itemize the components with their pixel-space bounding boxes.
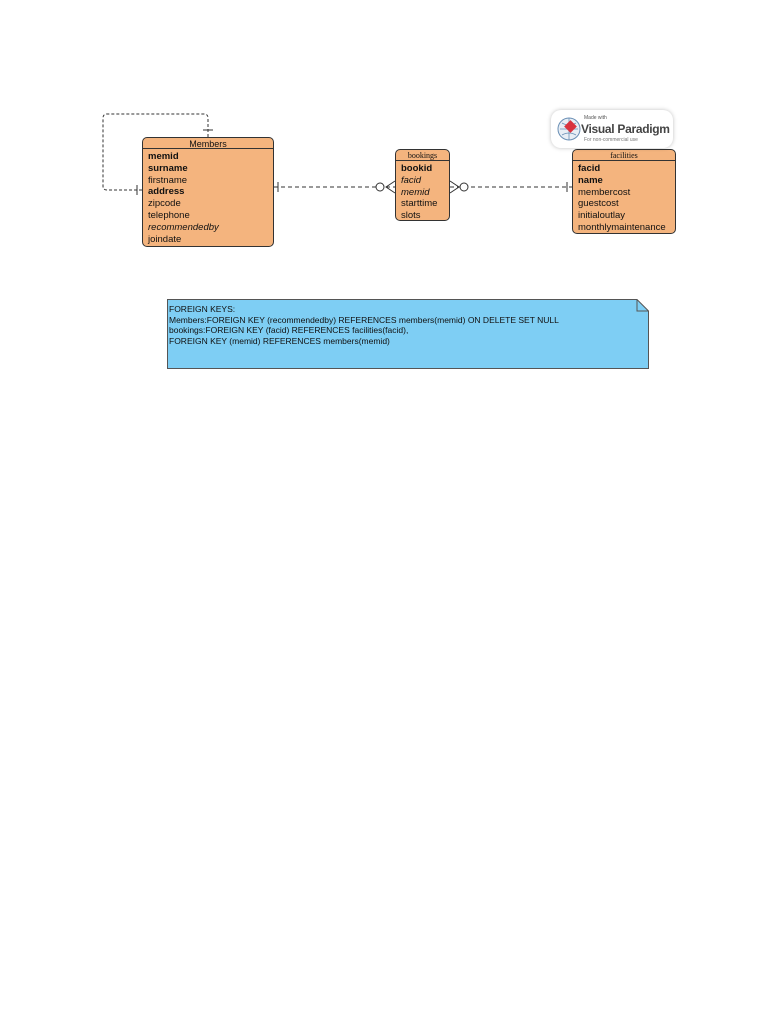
field-guestcost[interactable]: guestcost (578, 198, 619, 210)
field-firstname[interactable]: firstname (148, 174, 188, 186)
field-surname[interactable]: surname (148, 162, 188, 174)
field-monthlymaintenance[interactable]: monthlymaintenance (578, 221, 666, 233)
note-line: FOREIGN KEYS: (169, 304, 236, 314)
field-facid[interactable]: facid (401, 174, 422, 186)
note-shape (167, 299, 649, 369)
field-telephone[interactable]: telephone (148, 209, 190, 221)
bookings-entity-title: bookings (396, 150, 449, 161)
field-recommendedby[interactable]: recommendedby (148, 221, 219, 233)
bookings-zero-mark-left (375, 182, 385, 192)
bookings-crowfoot-left (385, 180, 396, 194)
visual-paradigm-watermark: Made with Visual Paradigm For non-commer… (551, 110, 673, 148)
self-relationship-line (102, 113, 209, 191)
watermark-subtext: For non-commercial use (584, 137, 638, 143)
field-memid[interactable]: memid (401, 186, 430, 198)
foreign-keys-note[interactable]: FOREIGN KEYS: Members:FOREIGN KEY (recom… (167, 299, 649, 369)
field-slots[interactable]: slots (401, 210, 421, 222)
watermark-made-with: Made with (584, 115, 607, 121)
members-entity-title: Members (143, 138, 273, 149)
field-name[interactable]: name (578, 174, 603, 186)
facilities-entity-title: facilities (573, 150, 675, 161)
field-address[interactable]: address (148, 186, 185, 198)
note-text: FOREIGN KEYS: Members:FOREIGN KEY (recom… (169, 304, 559, 346)
watermark-brand: Visual Paradigm (581, 122, 670, 136)
field-starttime[interactable]: starttime (401, 198, 438, 210)
bookings-crowfoot-right (449, 180, 460, 194)
field-memid[interactable]: memid (148, 151, 179, 162)
note-line: bookings:FOREIGN KEY (facid) REFERENCES … (169, 325, 409, 335)
bookings-zero-mark-right (459, 182, 469, 192)
field-joindate[interactable]: joindate (148, 233, 182, 245)
field-membercost[interactable]: membercost (578, 186, 631, 198)
visual-paradigm-logo-icon (557, 117, 581, 141)
note-line: FOREIGN KEY (memid) REFERENCES members(m… (169, 335, 390, 346)
note-line: Members:FOREIGN KEY (recommendedby) REFE… (169, 314, 559, 325)
field-facid[interactable]: facid (578, 163, 601, 174)
field-initialoutlay[interactable]: initialoutlay (578, 210, 625, 222)
field-bookid[interactable]: bookid (401, 163, 433, 174)
field-zipcode[interactable]: zipcode (148, 198, 181, 210)
